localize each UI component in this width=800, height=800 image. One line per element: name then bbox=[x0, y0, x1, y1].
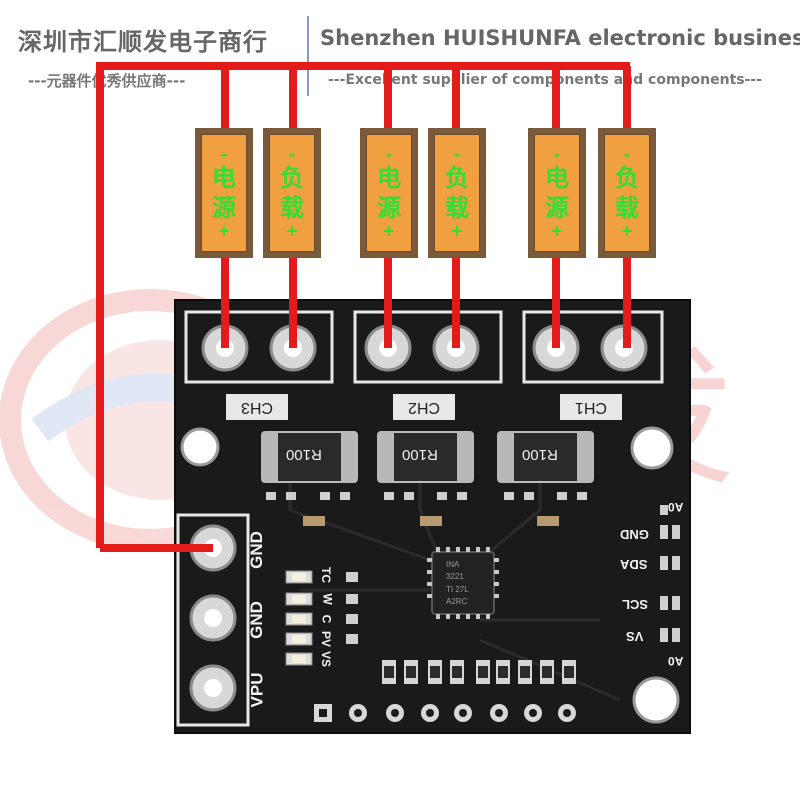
address-label: A0 bbox=[668, 654, 684, 668]
pin-label-gnd: GND bbox=[246, 601, 266, 639]
minus-sign: - bbox=[453, 145, 461, 164]
tag-char: 源 bbox=[545, 194, 569, 222]
tag-char: 载 bbox=[445, 194, 469, 222]
pin-label-sda: SDA bbox=[620, 557, 648, 572]
led-label: C bbox=[319, 614, 334, 624]
led-label: VS bbox=[319, 650, 334, 668]
power-tag-ch1: - 电 源 + bbox=[528, 128, 586, 258]
plus-sign: + bbox=[285, 221, 299, 240]
load-tag-ch1: - 负 载 + bbox=[598, 128, 656, 258]
plus-sign: + bbox=[450, 221, 464, 240]
channel-label-ch3: CH3 bbox=[226, 394, 288, 420]
pin-label-gnd: GND bbox=[246, 531, 266, 569]
power-terminal bbox=[176, 513, 250, 727]
load-tag-ch2: - 负 载 + bbox=[428, 128, 486, 258]
chip-line: TI 27L bbox=[446, 585, 469, 594]
address-label: A0 bbox=[668, 500, 684, 514]
tag-char: 负 bbox=[280, 164, 304, 192]
tag-char: 载 bbox=[615, 194, 639, 222]
led-label: W bbox=[320, 593, 335, 605]
channel-label-ch1: CH1 bbox=[560, 394, 622, 420]
load-tag-ch3: - 负 载 + bbox=[263, 128, 321, 258]
tag-char: 负 bbox=[615, 164, 639, 192]
minus-sign: - bbox=[288, 145, 296, 164]
tag-char: 电 bbox=[212, 164, 236, 192]
tag-char: 电 bbox=[545, 164, 569, 192]
ina3221-chip: INA 3221 TI 27L A2RC bbox=[427, 547, 499, 619]
power-tag-ch3: - 电 源 + bbox=[195, 128, 253, 258]
minus-sign: - bbox=[385, 145, 393, 164]
header-divider bbox=[307, 16, 309, 96]
tag-char: 源 bbox=[212, 194, 236, 222]
minus-sign: - bbox=[623, 145, 631, 164]
company-name-en: Shenzhen HUISHUNFA electronic business bbox=[320, 26, 800, 50]
plus-sign: + bbox=[550, 221, 564, 240]
led-label: TC bbox=[319, 567, 333, 583]
shunt-marking: R100 bbox=[402, 446, 438, 463]
slogan-cn: ---元器件优秀供应商--- bbox=[28, 72, 186, 90]
power-tag-ch2: - 电 源 + bbox=[360, 128, 418, 258]
chip-line: A2RC bbox=[446, 597, 468, 606]
led-indicators bbox=[285, 570, 313, 666]
plus-sign: + bbox=[620, 221, 634, 240]
plus-sign: + bbox=[217, 221, 231, 240]
pin-label-vs: VS bbox=[626, 629, 644, 644]
plus-sign: + bbox=[382, 221, 396, 240]
minus-sign: - bbox=[553, 145, 561, 164]
pin-label-scl: SCL bbox=[622, 597, 648, 612]
chip-line: INA bbox=[446, 560, 460, 569]
tag-char: 电 bbox=[377, 164, 401, 192]
shunt-marking: R100 bbox=[286, 446, 322, 463]
slogan-en: ---Excellent supplier of components and … bbox=[328, 72, 763, 88]
pin-label-gnd: GND bbox=[620, 527, 649, 542]
tag-char: 载 bbox=[280, 194, 304, 222]
shunt-marking: R100 bbox=[522, 446, 558, 463]
mount-hole bbox=[632, 676, 680, 724]
pin-label-vpu: VPU bbox=[247, 672, 267, 708]
mount-hole bbox=[630, 426, 674, 470]
tag-char: 负 bbox=[445, 164, 469, 192]
pcb-board: INA 3221 TI 27L A2RC bbox=[174, 299, 691, 734]
mount-hole bbox=[180, 427, 220, 467]
company-name-cn: 深圳市汇顺发电子商行 bbox=[18, 28, 268, 56]
tag-char: 源 bbox=[377, 194, 401, 222]
channel-label-ch2: CH2 bbox=[393, 394, 455, 420]
minus-sign: - bbox=[220, 145, 228, 164]
chip-line: 3221 bbox=[446, 572, 464, 581]
led-label: PV bbox=[319, 630, 334, 648]
